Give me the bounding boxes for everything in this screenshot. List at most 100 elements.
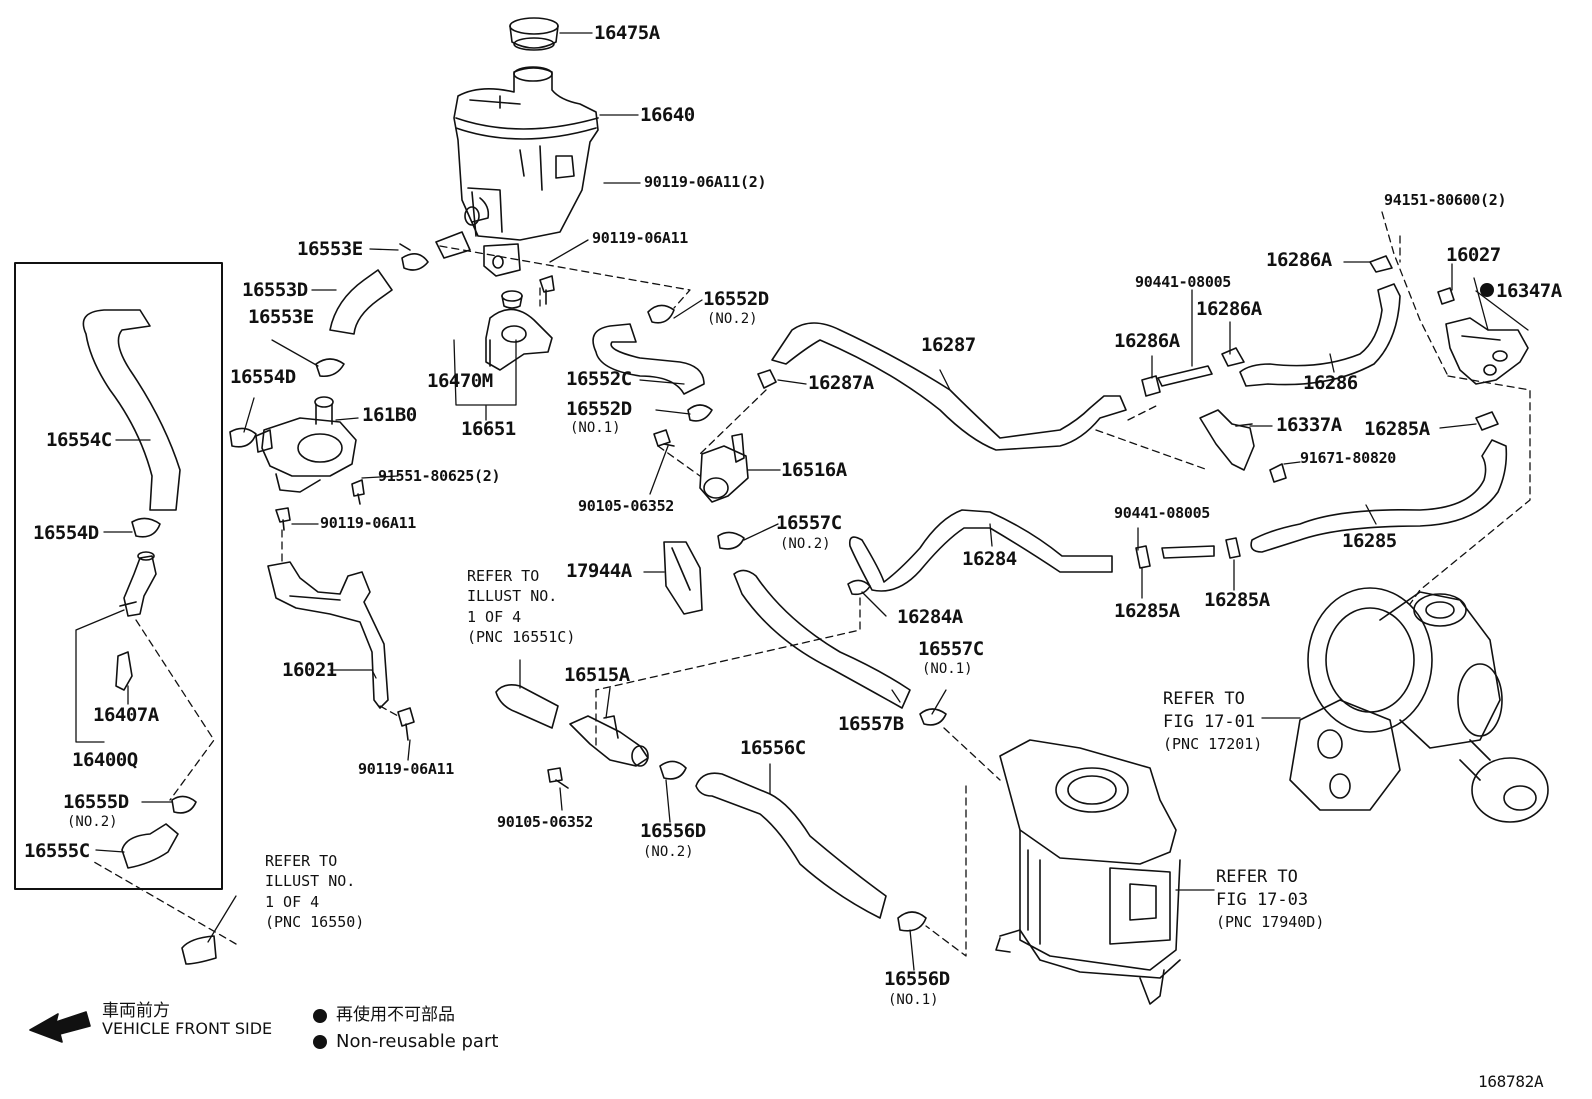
label-16554D-low: 16554D (33, 522, 99, 544)
label-16556C: 16556C (740, 737, 806, 759)
hose-16287 (771, 322, 1127, 451)
hose-16552C (592, 323, 705, 395)
dashed-lines (93, 211, 1531, 957)
label-16552D-no2: (NO.2) (707, 311, 758, 327)
bolt-90119-06A11-c (397, 707, 415, 741)
label-16554D-top: 16554D (230, 366, 296, 388)
hose-16555C-end (181, 935, 217, 965)
clamp-16556D-no2 (659, 760, 687, 780)
label-161B0: 161B0 (362, 404, 417, 426)
label-16515A: 16515A (564, 664, 630, 686)
hose-16553D (329, 269, 393, 335)
hose-16285 (1250, 439, 1508, 553)
label-16400Q: 16400Q (72, 749, 138, 771)
label-16516A: 16516A (781, 459, 847, 481)
label-16287A: 16287A (808, 372, 874, 394)
non-reusable-marker-16347A (1480, 283, 1494, 297)
clamp-16552D-no1 (687, 404, 713, 422)
bolt-90105-06352-b (547, 767, 569, 789)
sensor-16337A (1199, 409, 1255, 471)
clamp-16285A-top (1475, 411, 1499, 431)
bolt-90105-06352-a (653, 429, 675, 447)
clamp-16286A-top (1369, 255, 1393, 273)
label-90119-06A11-a: 90119-06A11 (592, 229, 689, 247)
label-16337A: 16337A (1276, 414, 1342, 436)
legend-front-jp: 車両前方 (102, 1001, 170, 1021)
label-16557C-no1: (NO.1) (922, 661, 973, 677)
pipe-16400Q (119, 551, 157, 617)
hose-16556C (695, 772, 887, 919)
label-16555D: 16555D (63, 791, 129, 813)
label-16556D-mid: 16556D (640, 820, 706, 842)
label-16557C-top: 16557C (776, 512, 842, 534)
intercooler-assembly (995, 739, 1181, 1005)
label-16556D-no1: (NO.1) (888, 992, 939, 1008)
label-16287: 16287 (921, 334, 976, 356)
clamp-16284A (847, 579, 871, 596)
label-16557C-low: 16557C (918, 638, 984, 660)
clamp-16553E-top (399, 243, 429, 271)
label-16552D-mid: 16552D (566, 398, 632, 420)
figure-id: 168782A (1478, 1072, 1544, 1091)
valve-16516A (699, 433, 749, 503)
label-90441-08005-a: 90441-08005 (1135, 273, 1232, 291)
bracket-16470M (485, 290, 553, 371)
legend-dot-en (313, 1035, 327, 1049)
bolt-91671-80820 (1269, 463, 1287, 483)
hose-16286 (1239, 283, 1401, 387)
label-16285: 16285 (1342, 530, 1397, 552)
label-91671-80820: 91671-80820 (1300, 449, 1397, 467)
label-90119-06A11-2: 90119-06A11(2) (644, 173, 767, 191)
clamp-16555D (171, 795, 197, 814)
label-16554C: 16554C (46, 429, 112, 451)
label-91551-80625: 91551-80625(2) (378, 467, 501, 485)
bolt-90441-08005-a (1157, 365, 1213, 387)
label-16556D-no2: (NO.2) (643, 844, 694, 860)
label-16553E-top: 16553E (297, 238, 363, 260)
label-16640: 16640 (640, 104, 695, 126)
label-16027: 16027 (1446, 244, 1501, 266)
legend-nonreuse-jp: 再使用不可部品 (336, 1005, 455, 1025)
label-16552D-top: 16552D (703, 288, 769, 310)
label-90119-06A11-c: 90119-06A11 (358, 760, 455, 778)
label-16021: 16021 (282, 659, 337, 681)
clamp-16286A-low (1141, 375, 1161, 397)
label-16557C-no2: (NO.2) (780, 536, 831, 552)
joint-16515A (569, 715, 649, 767)
bracket-16027 (1445, 317, 1529, 385)
legend-front-en: VEHICLE FRONT SIDE (102, 1019, 273, 1038)
label-16284: 16284 (962, 548, 1017, 570)
label-16286A-a: 16286A (1266, 249, 1332, 271)
ref-note-17201: REFER TO FIG 17-01 (PNC 17201) (1163, 689, 1263, 753)
clamp-16285A-c (1225, 537, 1241, 559)
label-16552D-no1: (NO.1) (570, 420, 621, 436)
front-arrow (29, 1011, 91, 1043)
label-16555C: 16555C (24, 840, 90, 862)
label-16286: 16286 (1303, 372, 1358, 394)
water-pump-161B0 (255, 396, 357, 493)
label-90105-06352-a: 90105-06352 (578, 497, 675, 515)
label-90119-06A11-b: 90119-06A11 (320, 514, 417, 532)
label-16555D-no2: (NO.2) (67, 814, 118, 830)
label-16285A-b: 16285A (1114, 600, 1180, 622)
label-16556D-low: 16556D (884, 968, 950, 990)
clamp-16552D-no2 (647, 304, 675, 324)
ref-note-16551C: REFER TO ILLUST NO. 1 OF 4 (PNC 16551C) (467, 567, 576, 646)
label-16285A-a: 16285A (1364, 418, 1430, 440)
hose-16284 (848, 509, 1113, 592)
ref-note-16550: REFER TO ILLUST NO. 1 OF 4 (PNC 16550) (265, 852, 365, 931)
nut-94151-80600 (1437, 287, 1455, 305)
bolt-90119-06A11-b (275, 507, 291, 531)
label-16407A: 16407A (93, 704, 159, 726)
bolt-90119-06A11-a (539, 275, 555, 305)
bolt-91551-80625 (351, 479, 365, 505)
inset-box (14, 262, 223, 890)
label-16552C: 16552C (566, 368, 632, 390)
ref-note-17940D: REFER TO FIG 17-03 (PNC 17940D) (1216, 867, 1325, 931)
bracket-16021 (267, 561, 389, 709)
bracket-17944A (663, 541, 703, 615)
clamp-16285A-a (1135, 545, 1151, 569)
label-16557B: 16557B (838, 713, 904, 735)
